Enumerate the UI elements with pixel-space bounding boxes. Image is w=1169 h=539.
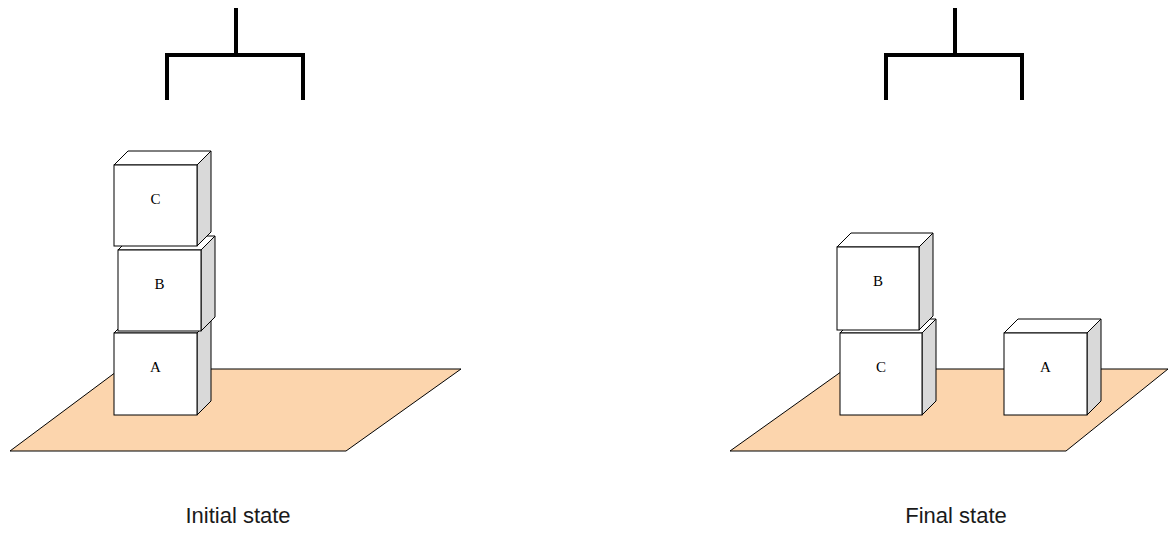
gripper-finger xyxy=(1020,55,1024,100)
robot-gripper xyxy=(165,8,305,100)
robot-gripper xyxy=(884,8,1024,100)
block-letter: B xyxy=(837,273,919,290)
state-caption: Final state xyxy=(905,503,1007,529)
block-cube: C xyxy=(114,151,211,246)
block-letter: B xyxy=(118,276,201,293)
cube-front-face xyxy=(114,165,197,246)
block-letter: A xyxy=(1004,359,1087,376)
cube-top-face xyxy=(840,319,936,333)
cube-front-face xyxy=(837,247,919,330)
cube-side-face xyxy=(197,151,211,246)
cube-top-face xyxy=(114,319,211,333)
cube-side-face xyxy=(197,319,211,415)
block-cube: B xyxy=(118,236,215,331)
cube-side-face xyxy=(922,319,936,415)
cube-front-face xyxy=(1004,333,1087,415)
cube-front-face xyxy=(118,250,201,331)
cube-top-face xyxy=(1004,319,1101,333)
gripper-finger xyxy=(301,55,305,100)
gripper-finger xyxy=(884,55,888,100)
state-caption: Initial state xyxy=(185,503,290,529)
block-cube: A xyxy=(114,319,211,415)
block-letter: A xyxy=(114,359,197,376)
cube-top-face xyxy=(837,233,933,247)
cube-side-face xyxy=(919,233,933,330)
cube-top-face xyxy=(118,236,215,250)
cube-outline xyxy=(118,236,215,331)
cube-side-face xyxy=(1087,319,1101,415)
block-cube: B xyxy=(837,233,933,330)
block-letter: C xyxy=(114,191,197,208)
cube-outline xyxy=(837,233,933,330)
gripper-bar xyxy=(884,53,1024,57)
cube-outline xyxy=(1004,319,1101,415)
gripper-bar xyxy=(165,53,305,57)
cube-outline xyxy=(114,319,211,415)
cube-outline xyxy=(114,151,211,246)
gripper-arm xyxy=(234,8,238,55)
cube-side-face xyxy=(201,236,215,331)
cube-front-face xyxy=(114,333,197,415)
block-cube: A xyxy=(1004,319,1101,415)
table-surface xyxy=(730,369,1168,451)
cube-outline xyxy=(840,319,936,415)
table-surface xyxy=(10,369,461,451)
block-letter: C xyxy=(840,359,922,376)
cube-front-face xyxy=(840,333,922,415)
gripper-arm xyxy=(953,8,957,55)
cube-top-face xyxy=(114,151,211,165)
gripper-finger xyxy=(165,55,169,100)
block-cube: C xyxy=(840,319,936,415)
